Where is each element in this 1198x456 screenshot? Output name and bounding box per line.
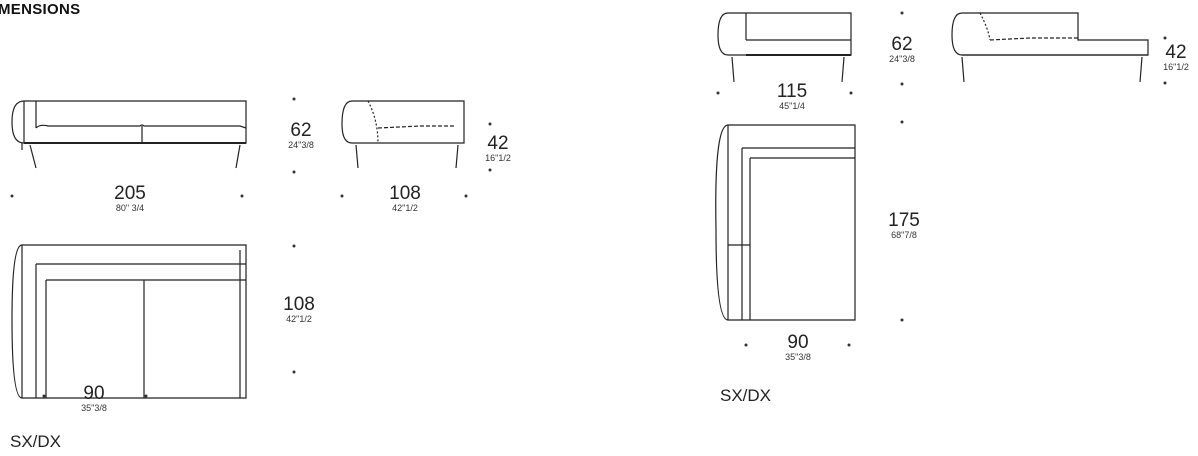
sofa-depth-label: 108 42"1/2 (283, 294, 315, 324)
ottoman-height-label: 42 16"1/2 (485, 133, 511, 163)
sofa-front-view (11, 100, 247, 169)
sofa-height-label: 62 24"3/8 (288, 120, 314, 150)
variant-label-left: SX/DX (10, 432, 62, 451)
sofa-seat-width-label: 90 35"3/8 (81, 383, 107, 413)
chaise-height-label: 62 24"3/8 (889, 34, 915, 64)
chaise-end-view (951, 12, 1149, 83)
chaise-depth-label: 175 68"7/8 (888, 210, 920, 240)
chaise-seat-width-label: 90 35"3/8 (785, 332, 811, 362)
sofa-width-label: 205 80" 3/4 (114, 183, 146, 213)
chaise-end-height-label: 42 16"1/2 (1163, 42, 1189, 72)
variant-label-right: SX/DX (720, 386, 772, 405)
chaise-top-view (715, 124, 856, 321)
ottoman-front-view (341, 100, 465, 169)
sofa-top-view (11, 244, 247, 399)
ottoman-width-label: 108 42"1/2 (389, 183, 421, 213)
page-heading: MENSIONS (0, 1, 81, 18)
chaise-width-label: 115 45"1/4 (776, 81, 808, 111)
chaise-front-view (717, 12, 852, 83)
